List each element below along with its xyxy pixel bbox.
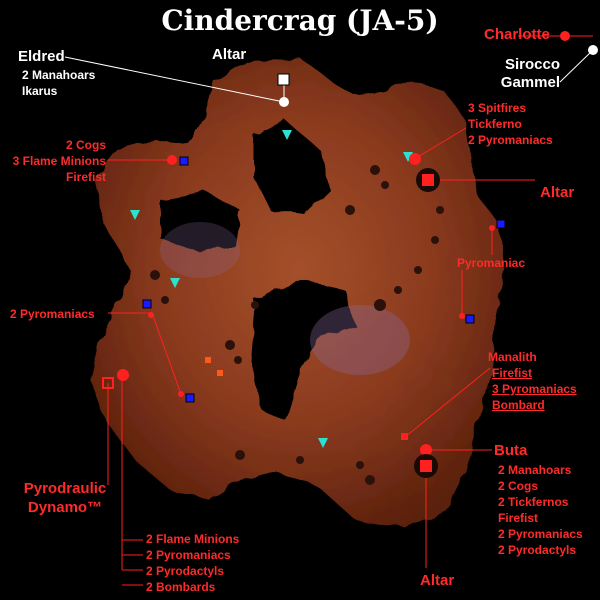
altar-bottom-marker xyxy=(420,460,432,472)
lava-spot-b xyxy=(217,370,223,376)
rock-clusters xyxy=(150,165,444,485)
buta-line-5: 2 Pyromaniacs xyxy=(498,527,583,541)
altar-top-marker xyxy=(277,73,290,86)
buta-header: Buta xyxy=(494,442,528,459)
manalith-line-4: Bombard xyxy=(492,398,545,412)
waypoint-markers xyxy=(130,130,413,448)
spitfires-line-2: Tickferno xyxy=(468,117,522,131)
spitfires-marker xyxy=(409,153,421,165)
eldred-line-2: Ikarus xyxy=(22,84,58,98)
terrain xyxy=(90,58,505,528)
buta-line-1: 2 Manahoars xyxy=(498,463,572,477)
manalith-line-3: 3 Pyromaniacs xyxy=(492,382,577,396)
spitfires-line-1: 3 Spitfires xyxy=(468,101,527,115)
eldred-line-1: 2 Manahoars xyxy=(22,68,96,82)
buta-line-4: Firefist xyxy=(498,511,539,525)
pyromaniac-marker xyxy=(489,225,495,231)
charlotte-label: Charlotte xyxy=(484,26,550,43)
altar-right-label: Altar xyxy=(540,184,575,201)
manalith-line-2: Firefist xyxy=(492,366,533,380)
eldred-header: Eldred xyxy=(18,48,65,65)
flame-minions-line-3: 2 Pyrodactyls xyxy=(146,564,225,578)
buta-line-2: 2 Cogs xyxy=(498,479,539,493)
dynamo-line-1: Dynamo™ xyxy=(27,499,103,516)
buta-marker xyxy=(420,444,432,456)
eldred-marker xyxy=(279,97,289,107)
cogs-line-3: Firefist xyxy=(65,170,106,184)
manalith-marker xyxy=(401,433,408,440)
page-title: Cindercrag (JA-5) xyxy=(161,4,439,37)
cogs-line-2: 3 Flame Minions xyxy=(12,154,106,168)
ally-markers xyxy=(277,45,598,107)
enemy-markers xyxy=(102,31,570,478)
flame-minions-line-1: 2 Flame Minions xyxy=(146,532,240,546)
flame-minions-line-4: 2 Bombards xyxy=(146,580,216,594)
dynamo-header: Pyrodraulic xyxy=(23,480,107,497)
objective-squares xyxy=(142,156,506,403)
pyromaniacs-two-label: 2 Pyromaniacs xyxy=(10,307,95,321)
cave-hole-north xyxy=(255,120,330,215)
pyromaniacs-two-marker-b xyxy=(178,391,184,397)
charlotte-marker xyxy=(560,31,570,41)
pyromaniacs-two-marker-a xyxy=(148,312,154,318)
haze-west xyxy=(160,222,240,278)
cave-hole-west xyxy=(160,192,240,250)
pyromaniac-marker-b xyxy=(459,313,465,319)
dynamo-enemy-marker xyxy=(117,369,129,381)
buta-line-6: 2 Pyrodactyls xyxy=(498,543,577,557)
manalith-line-1: Manalith xyxy=(488,350,537,364)
flame-minions-line-2: 2 Pyromaniacs xyxy=(146,548,231,562)
pyromaniac-label: Pyromaniac xyxy=(457,256,526,270)
haze-center xyxy=(310,305,410,375)
sirocco-marker xyxy=(588,45,598,55)
sirocco-label: Sirocco xyxy=(504,56,560,73)
cogs-line-1: 2 Cogs xyxy=(65,138,106,152)
lava-spot-a xyxy=(205,357,211,363)
spitfires-line-3: 2 Pyromaniacs xyxy=(468,133,553,147)
cogs-marker xyxy=(167,155,177,165)
altar-right-marker xyxy=(422,174,434,186)
altar-top-label: Altar xyxy=(212,46,247,63)
altar-bottom-label: Altar xyxy=(420,572,455,589)
buta-line-3: 2 Tickfernos xyxy=(498,495,569,509)
dynamo-marker xyxy=(102,377,114,389)
sirocco-line-1: Gammel xyxy=(500,74,560,91)
cave-hole-center xyxy=(250,280,355,420)
